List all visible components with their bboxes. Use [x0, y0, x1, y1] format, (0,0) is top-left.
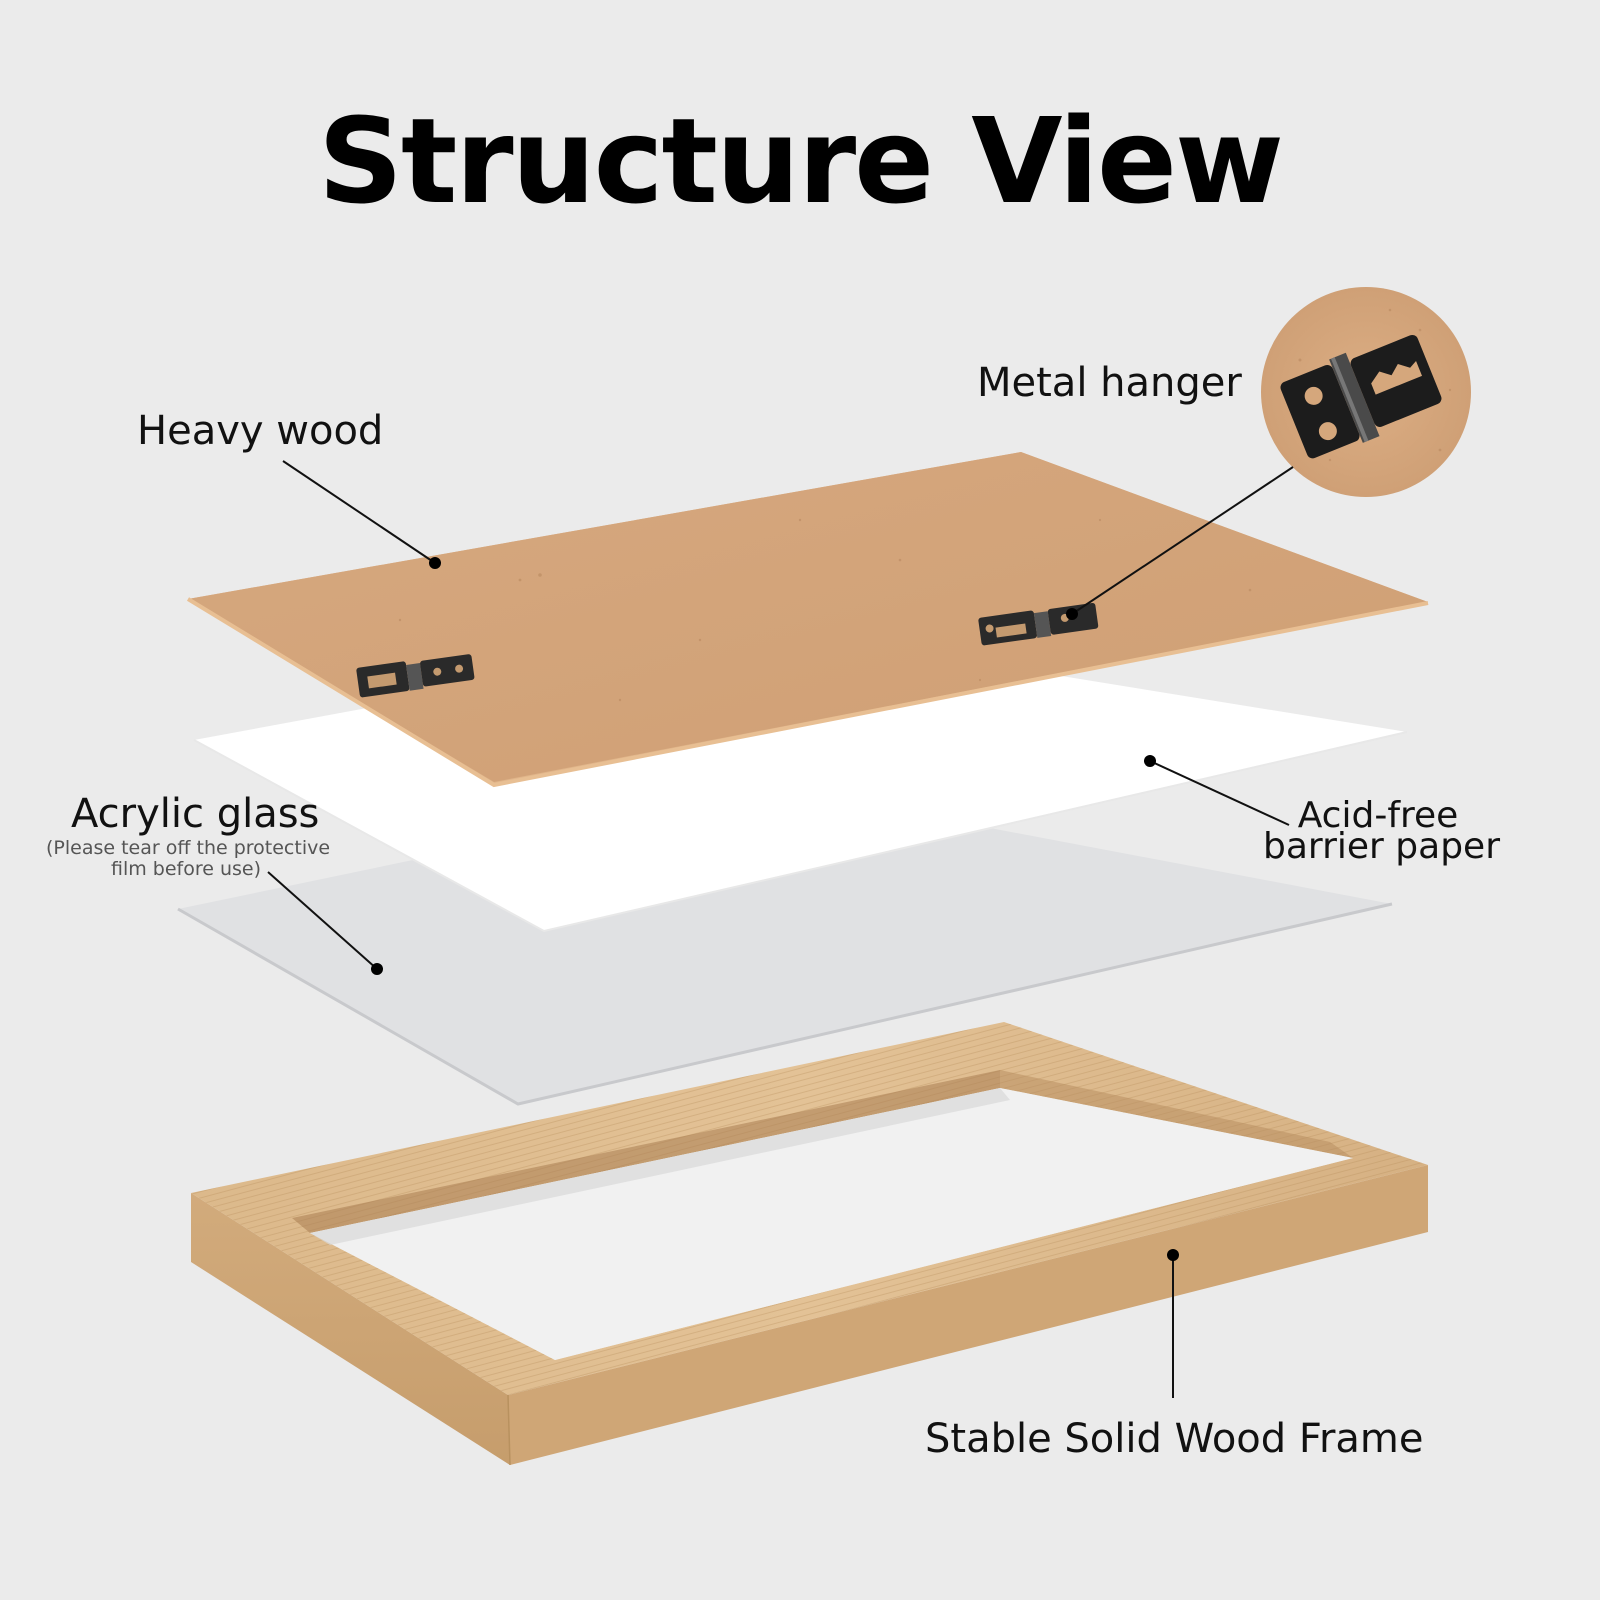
- leader-dots: [371, 557, 1179, 1261]
- barrier-line2: barrier paper: [1263, 826, 1500, 867]
- acrylic-note-line1: (Please tear off the protective: [46, 837, 331, 859]
- hanger-icon: [978, 602, 1099, 646]
- label-barrier-paper: Acid-free barrier paper: [1263, 795, 1500, 867]
- label-wood-frame: Stable Solid Wood Frame: [925, 1416, 1424, 1462]
- wood-frame: [191, 1022, 1428, 1466]
- barrier-line1: Acid-free: [1297, 795, 1459, 836]
- hanger-icon: [356, 654, 475, 698]
- label-heavy-wood: Heavy wood: [137, 408, 384, 454]
- label-acrylic-glass: Acrylic glass: [71, 791, 320, 837]
- hanger-zoom-icon: [1261, 287, 1471, 497]
- label-acrylic-note: (Please tear off the protective film bef…: [46, 837, 331, 880]
- frame-inner-rebate: [292, 1070, 1000, 1233]
- acrylic-note-line2: film before use): [110, 858, 262, 880]
- leader-lines: [267, 460, 1294, 1398]
- frame-left-side: [191, 1193, 510, 1465]
- heavy-wood-board: [186, 452, 1429, 788]
- page-title: Structure View: [318, 92, 1284, 230]
- frame-front-side: [508, 1165, 1428, 1465]
- label-metal-hanger: Metal hanger: [977, 360, 1242, 406]
